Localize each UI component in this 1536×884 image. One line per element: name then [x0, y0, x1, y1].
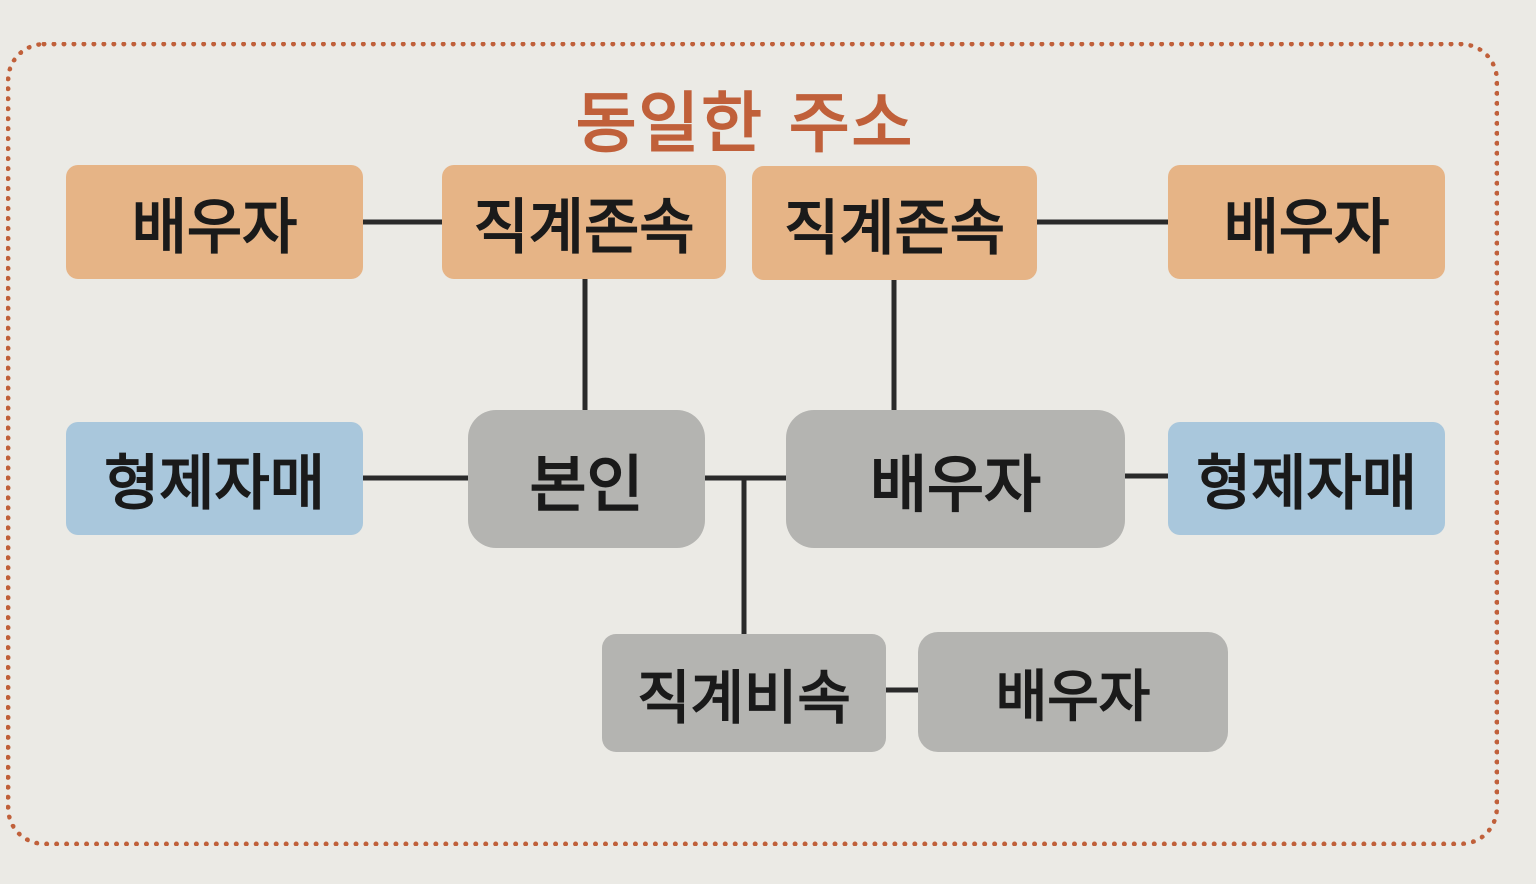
address-boundary-frame	[6, 42, 1499, 846]
ancestor-box-left: 직계존속	[442, 165, 726, 279]
self-box: 본인	[468, 410, 705, 548]
spouse-box-top-left: 배우자	[66, 165, 363, 279]
sibling-box-left: 형제자매	[66, 422, 363, 535]
descendant-box: 직계비속	[602, 634, 886, 752]
sibling-box-right: 형제자매	[1168, 422, 1445, 535]
diagram-title: 동일한 주소	[575, 85, 915, 162]
spouse-box-top-right: 배우자	[1168, 165, 1445, 279]
spouse-box: 배우자	[786, 410, 1125, 548]
ancestor-box-right: 직계존속	[752, 166, 1037, 280]
descendant-spouse-box: 배우자	[918, 632, 1228, 752]
